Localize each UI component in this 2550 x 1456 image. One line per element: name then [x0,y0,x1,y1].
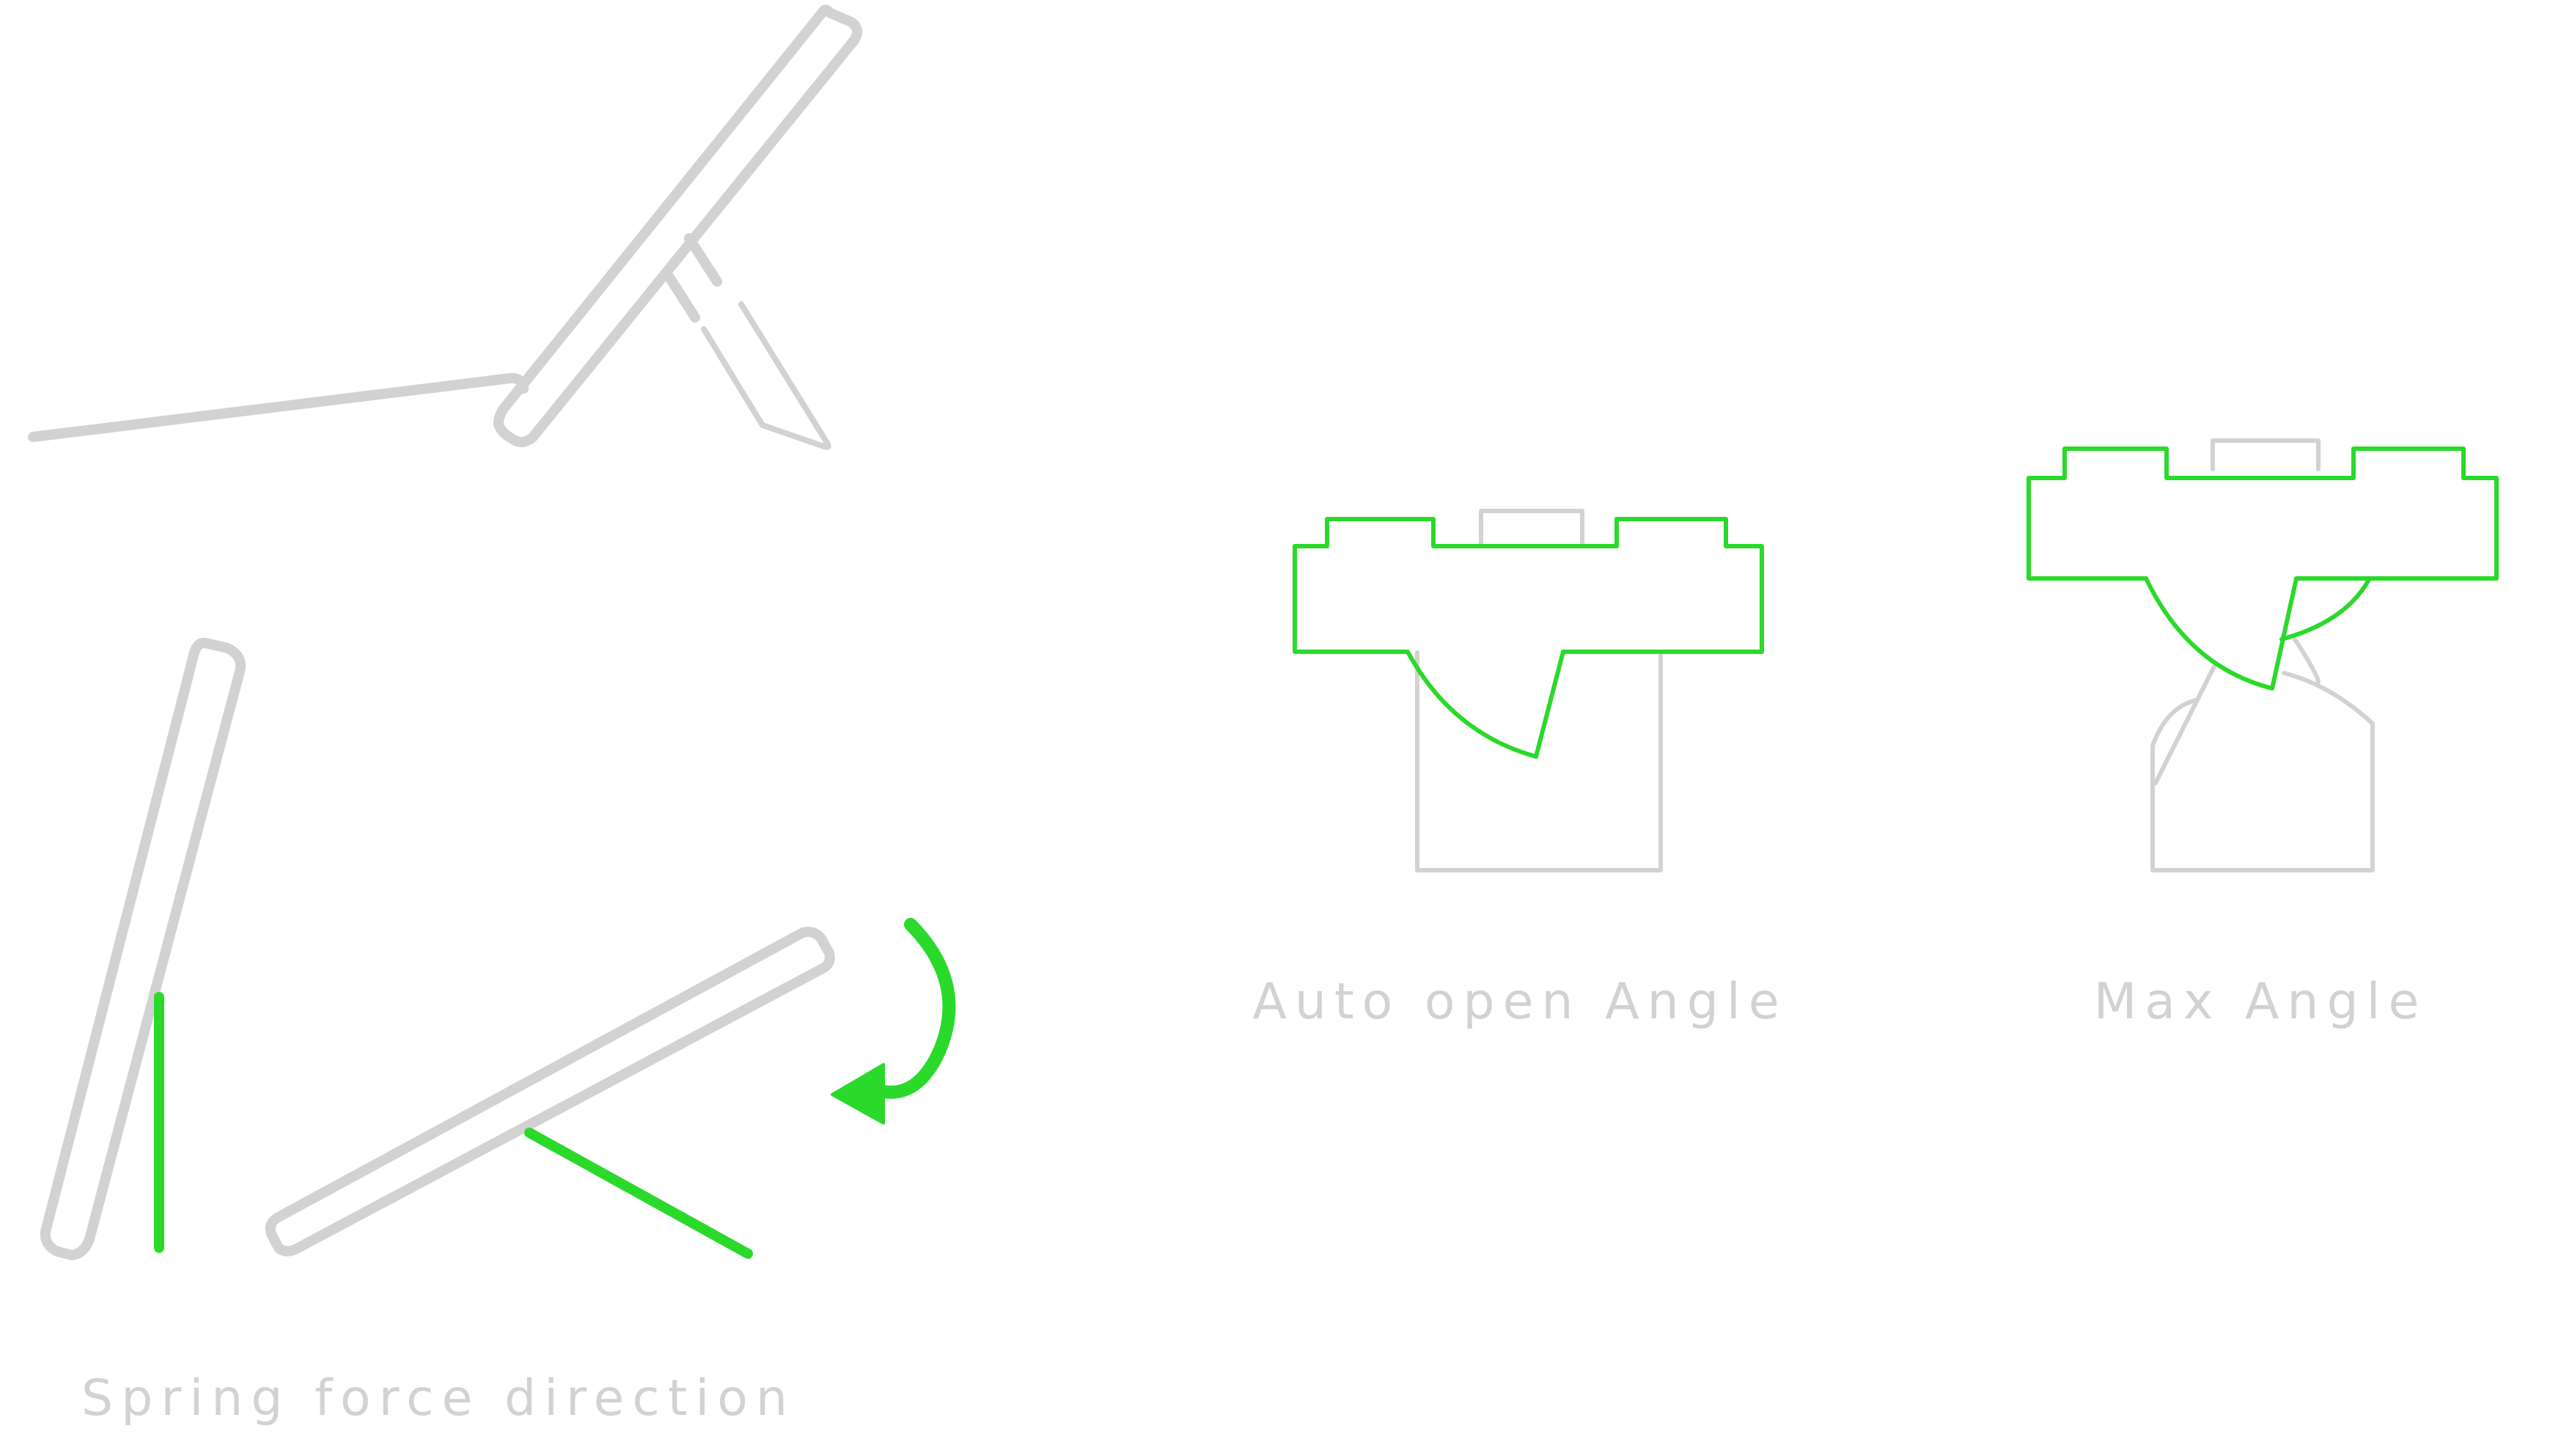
tablet-body [493,4,863,447]
max-hinge-rotated-arc [2279,576,2372,641]
max-hinge-base-block [2150,637,2375,872]
kickstand [701,301,831,450]
hinge-arm-upper [684,233,722,287]
max-angle-hinge [2027,438,2499,872]
spring-force-kickstand [524,1128,753,1259]
tablet-reclined [265,927,835,1257]
hinge-body [1293,517,1764,759]
caption-auto-open-angle: Auto open Angle [1252,973,1787,1031]
caption-max-angle: Max Angle [2093,973,2428,1031]
auto-open-angle-hinge [1293,509,1764,872]
hinge-arm-lower [663,270,700,323]
max-hinge-top-tab [2211,438,2321,471]
curved-arrow-icon [873,918,956,1099]
caption-spring-force-direction: Spring force direction [81,1369,796,1427]
hinge-base-block [1415,650,1663,872]
spring-force-illustration [40,637,956,1260]
hinge-top-tab [1479,509,1584,545]
max-hinge-body [2027,446,2499,691]
curved-arrow-head [831,1063,885,1125]
stand-base [28,372,529,442]
tablet-stand-side-view [28,4,863,450]
tablet-upright [40,637,246,1260]
